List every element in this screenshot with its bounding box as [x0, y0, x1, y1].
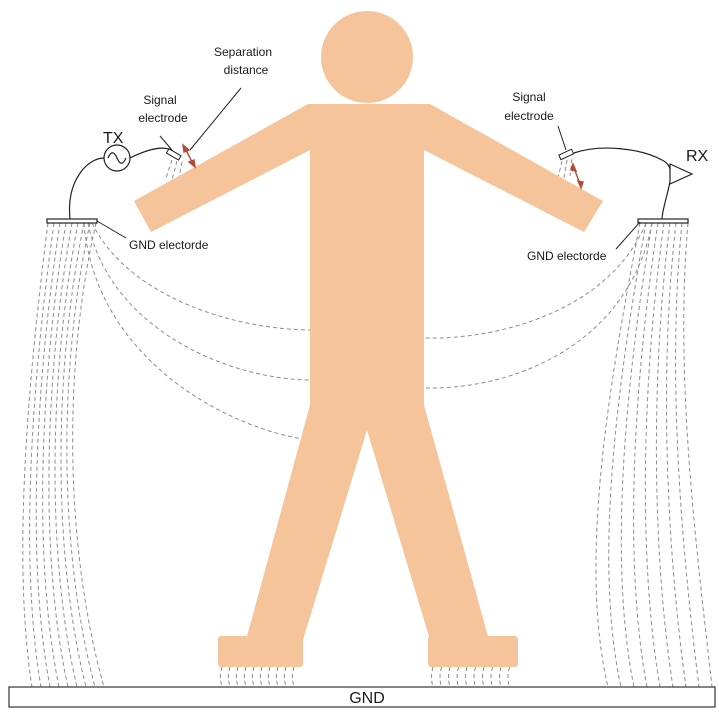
separation-distance-label-line2: distance — [224, 63, 269, 77]
field-line — [644, 222, 665, 688]
field-line — [165, 159, 173, 179]
field-line — [276, 666, 279, 688]
field-line — [22, 222, 49, 688]
torso-and-arms — [134, 104, 603, 640]
field-line — [456, 666, 459, 688]
field-line — [423, 222, 653, 389]
field-line — [268, 666, 271, 688]
rx-label: RX — [686, 148, 709, 165]
field-line — [490, 666, 493, 688]
field-line — [507, 666, 510, 688]
field-line — [292, 666, 295, 688]
field-line — [608, 222, 647, 688]
left-signal-electrode-leader — [159, 135, 173, 151]
ground-plane — [8, 686, 716, 708]
field-line — [675, 222, 700, 688]
amplifier-triangle-icon — [669, 163, 694, 185]
field-line — [431, 666, 434, 688]
field-line — [236, 666, 239, 688]
field-line — [473, 666, 476, 688]
tx-label: TX — [103, 130, 124, 147]
field-line — [29, 222, 55, 688]
field-line — [557, 160, 563, 179]
field-line — [72, 222, 105, 688]
field-line — [284, 666, 287, 688]
field-line — [60, 222, 87, 688]
field-line — [87, 222, 313, 381]
right-separation-arrow — [570, 162, 584, 190]
left-gnd-electrode-leader — [96, 220, 127, 239]
field-line — [54, 222, 79, 688]
field-line — [439, 666, 442, 688]
right-gnd-electrode-label: GND electorde — [527, 249, 607, 263]
right-signal-electrode-label-line1: Signal — [512, 90, 545, 104]
field-line — [655, 222, 674, 688]
left-gnd-electrode-label: GND electorde — [129, 238, 209, 252]
left-signal-electrode — [165, 148, 182, 161]
left-foot — [218, 636, 303, 667]
field-line — [220, 666, 223, 688]
field-lines — [22, 158, 713, 688]
left-signal-electrode-label-line2: electrode — [138, 111, 188, 125]
field-line — [91, 222, 313, 331]
field-line — [260, 666, 263, 688]
right-signal-electrode-leader — [557, 125, 567, 151]
right-foot — [428, 636, 518, 667]
field-line — [66, 222, 96, 688]
ac-source-icon — [103, 144, 131, 172]
field-line — [563, 159, 568, 179]
field-line — [683, 222, 713, 688]
field-line — [448, 666, 451, 688]
left-signal-electrode-label-line1: Signal — [143, 93, 176, 107]
field-line — [465, 666, 468, 688]
separation-distance-label-line1: Separation — [214, 45, 272, 59]
field-line — [423, 222, 647, 339]
field-line — [569, 158, 573, 177]
field-line — [83, 222, 311, 441]
field-line — [171, 160, 178, 181]
ground-plane-label: GND — [349, 690, 385, 707]
right-signal-electrode — [558, 148, 575, 161]
right-signal-electrode-label-line2: electrode — [504, 109, 554, 123]
field-line — [499, 666, 502, 688]
field-line — [252, 666, 255, 688]
field-line — [48, 222, 73, 688]
right-gnd-electrode — [637, 218, 689, 224]
field-line — [482, 666, 485, 688]
right-gnd-electrode-leader — [615, 221, 641, 250]
left-separation-arrow — [182, 143, 196, 169]
human-figure — [134, 11, 603, 667]
field-line — [228, 666, 231, 688]
field-line — [595, 222, 641, 688]
head — [321, 11, 413, 103]
field-line — [666, 222, 687, 688]
separation-distance-leader — [189, 87, 242, 151]
field-line — [35, 222, 61, 688]
field-line — [620, 222, 653, 688]
field-line — [244, 666, 247, 688]
field-line — [42, 222, 67, 688]
left-gnd-electrode — [46, 218, 98, 224]
field-line — [633, 222, 659, 688]
